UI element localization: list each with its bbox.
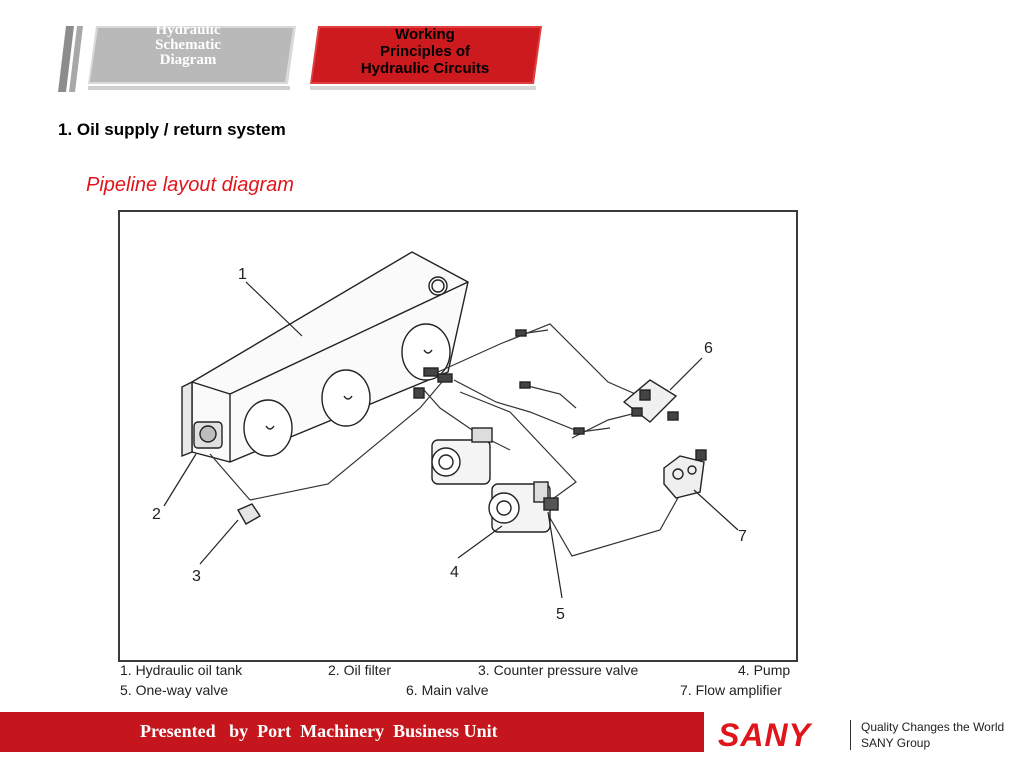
tab-label-line: Diagram bbox=[159, 52, 217, 68]
pump-upper bbox=[431, 427, 493, 485]
callout-4: 4 bbox=[450, 564, 459, 581]
pipeline-layout-figure: 1 2 3 4 5 6 7 bbox=[118, 210, 798, 662]
tagline: Quality Changes the World bbox=[861, 720, 1005, 734]
counter-pressure-valve bbox=[237, 503, 261, 525]
diagram-subtitle: Pipeline layout diagram bbox=[86, 174, 294, 196]
tab-hydraulic-schematic-diagram[interactable]: Hydraulic Schematic Diagram bbox=[128, 23, 248, 68]
legend-item: 2. Oil filter bbox=[328, 662, 392, 678]
callout-5: 5 bbox=[556, 606, 565, 623]
company-name: SANY Group bbox=[861, 736, 931, 750]
flow-amplifier bbox=[663, 449, 707, 499]
tab-label-line: Hydraulic bbox=[155, 22, 221, 38]
presented-by-text: Presented by Port Machinery Business Uni… bbox=[140, 721, 498, 741]
callout-2: 2 bbox=[152, 506, 161, 523]
footer-bar: Presented by Port Machinery Business Uni… bbox=[0, 712, 704, 752]
pipeline-drawing bbox=[163, 251, 739, 599]
tab-label-line: Principles of bbox=[379, 43, 471, 60]
legend-item: 7. Flow amplifier bbox=[680, 682, 782, 698]
pump bbox=[488, 481, 559, 533]
legend-item: 5. One-way valve bbox=[120, 682, 229, 698]
hydraulic-oil-tank bbox=[181, 251, 469, 463]
tab-decoration bbox=[58, 26, 542, 92]
main-valve bbox=[622, 379, 679, 423]
tab-label-line: Hydraulic Circuits bbox=[360, 60, 490, 77]
legend-item: 1. Hydraulic oil tank bbox=[120, 662, 243, 678]
sany-logo: SANY bbox=[718, 717, 811, 753]
callout-leaders bbox=[163, 281, 739, 599]
legend-item: 6. Main valve bbox=[406, 682, 489, 698]
figure-legend: 1. Hydraulic oil tank 2. Oil filter 3. C… bbox=[118, 662, 798, 704]
fittings bbox=[413, 329, 585, 435]
header-tabs: Hydraulic Schematic Diagram Working Prin… bbox=[0, 0, 1024, 110]
section-title: 1. Oil supply / return system bbox=[58, 120, 286, 139]
legend-item: 3. Counter pressure valve bbox=[478, 662, 639, 678]
callout-7: 7 bbox=[738, 528, 747, 545]
tab-label-line: Schematic bbox=[155, 37, 221, 53]
footer: Presented by Port Machinery Business Uni… bbox=[0, 712, 1024, 768]
tab-label-line: Working bbox=[395, 26, 455, 43]
callout-3: 3 bbox=[192, 568, 201, 585]
callout-6: 6 bbox=[704, 340, 713, 357]
tab-working-principles[interactable]: Working Principles of Hydraulic Circuits bbox=[335, 26, 515, 77]
logo-divider bbox=[850, 720, 851, 750]
callout-1: 1 bbox=[238, 266, 247, 283]
legend-item: 4. Pump bbox=[738, 662, 791, 678]
